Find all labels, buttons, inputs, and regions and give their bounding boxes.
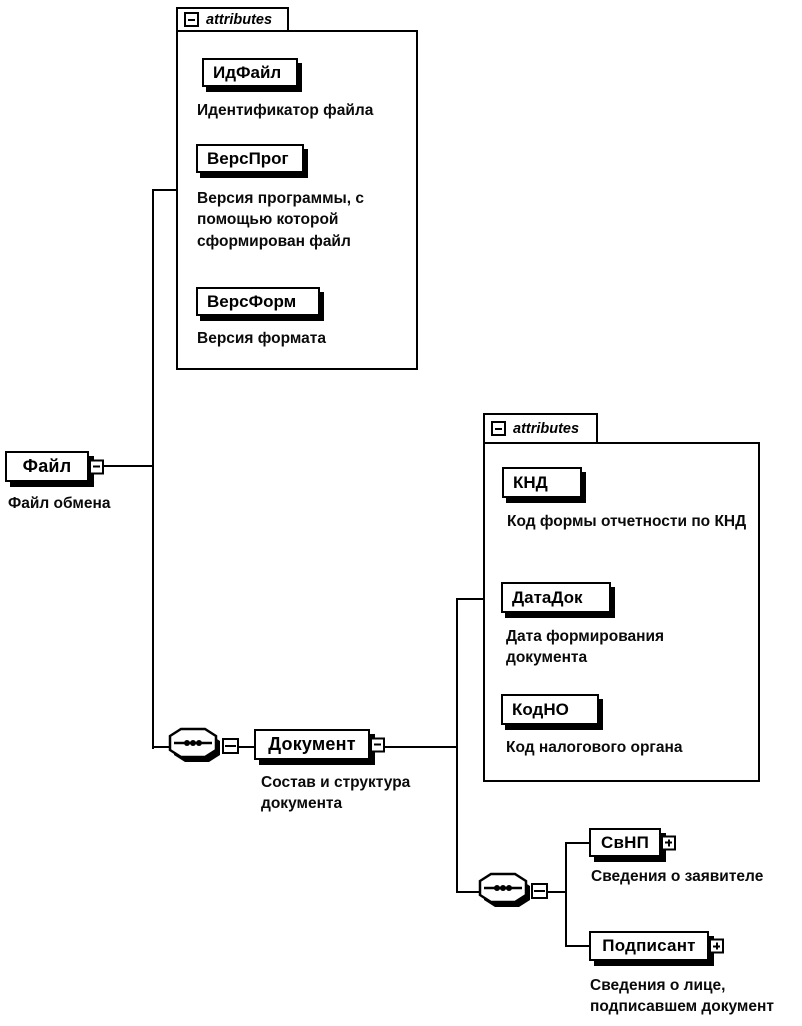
attribute-knd-label: КНД — [513, 472, 548, 492]
sequence-icon[interactable] — [474, 871, 538, 918]
connector-line — [547, 891, 567, 893]
attribute-knd[interactable]: КНД — [502, 467, 582, 498]
attribute-kodno-annotation: Код налогового органа — [506, 739, 683, 756]
element-svnp[interactable]: СвНП — [589, 828, 676, 857]
attribute-versprog-annotation: Версия программы, с помощью которой сфор… — [197, 190, 365, 250]
attribute-datadok-annotation: Дата формирования документа — [506, 628, 665, 667]
attributes-tab-label: attributes — [513, 420, 580, 437]
attribute-datadok[interactable]: ДатаДок — [501, 582, 611, 613]
element-podpisant-label: Подписант — [602, 936, 696, 955]
connector-line — [384, 746, 458, 748]
file-attributes-tab[interactable]: attributes — [176, 7, 289, 32]
minus-icon[interactable] — [370, 737, 385, 752]
attribute-kodno[interactable]: КодНО — [501, 694, 599, 725]
element-file-label: Файл — [22, 456, 72, 476]
connector-line — [456, 598, 458, 893]
connector-line — [238, 746, 256, 748]
element-document-annotation: Состав и структура документа — [261, 774, 411, 813]
attribute-kodno-label: КодНО — [512, 699, 569, 719]
element-file-annotation: Файл обмена — [8, 495, 111, 512]
minus-icon[interactable] — [222, 738, 239, 754]
connector-line — [456, 891, 484, 893]
attribute-knd-annotation: Код формы отчетности по КНД — [507, 513, 747, 530]
element-svnp-label: СвНП — [600, 832, 650, 852]
minus-icon[interactable] — [531, 883, 548, 899]
minus-icon[interactable] — [89, 459, 104, 474]
element-document[interactable]: Документ — [254, 729, 385, 760]
attribute-versprog[interactable]: ВерсПрог — [196, 144, 304, 173]
connector-line — [565, 842, 589, 844]
element-podpisant[interactable]: Подписант — [589, 931, 724, 961]
connector-line — [456, 598, 485, 600]
minus-icon[interactable] — [184, 12, 199, 27]
attribute-datadok-label: ДатаДок — [512, 587, 583, 607]
attribute-idfile[interactable]: ИдФайл — [202, 58, 298, 87]
attribute-idfile-label: ИдФайл — [213, 62, 282, 82]
connector-line — [565, 945, 589, 947]
attribute-versprog-label: ВерсПрог — [207, 148, 289, 168]
element-document-label: Документ — [268, 734, 356, 754]
plus-icon[interactable] — [709, 938, 724, 954]
attribute-versform[interactable]: ВерсФорм — [196, 287, 320, 316]
connector-line — [98, 465, 154, 467]
element-podpisant-annotation: Сведения о лице, подписавшем документ — [590, 977, 774, 1016]
sequence-icon[interactable] — [164, 726, 228, 773]
attributes-tab-label: attributes — [206, 11, 273, 28]
element-file[interactable]: Файл — [5, 451, 104, 482]
minus-icon[interactable] — [491, 421, 506, 436]
document-attributes-tab[interactable]: attributes — [483, 413, 598, 444]
element-svnp-annotation: Сведения о заявителе — [591, 868, 764, 885]
connector-line — [152, 746, 180, 748]
connector-line — [565, 842, 567, 947]
attribute-versform-annotation: Версия формата — [197, 330, 326, 347]
plus-icon[interactable] — [661, 835, 676, 850]
connector-line — [152, 189, 154, 749]
attribute-idfile-annotation: Идентификатор файла — [197, 102, 374, 119]
connector-line — [152, 189, 178, 191]
attribute-versform-label: ВерсФорм — [207, 291, 297, 311]
